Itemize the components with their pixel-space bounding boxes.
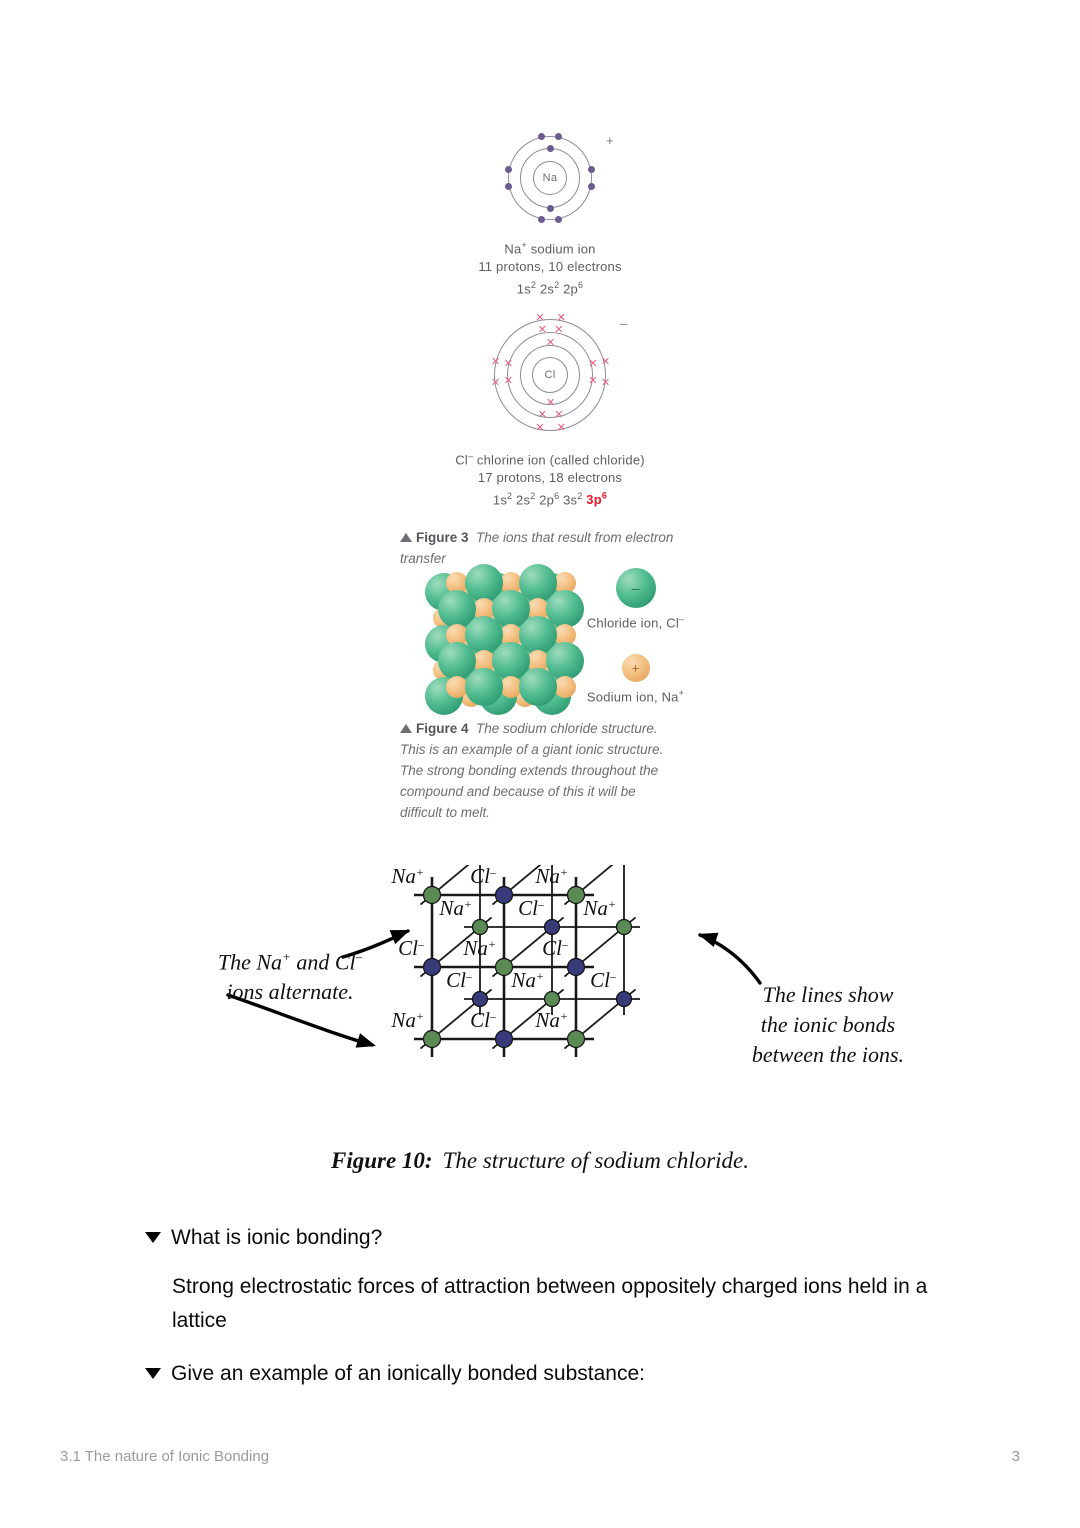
sodium-charge-symbol: + bbox=[631, 660, 640, 676]
electron-cross: ✕ bbox=[600, 355, 611, 368]
electron-dot bbox=[538, 133, 546, 141]
svg-text:Cl–: Cl– bbox=[470, 865, 497, 888]
question-row-1: What is ionic bonding? bbox=[145, 1224, 965, 1252]
chloride-electron-config: 1s2 2s2 2p6 3s2 3p6 bbox=[492, 490, 608, 508]
question-row-2: Give an example of an ionically bonded s… bbox=[145, 1360, 965, 1388]
electron-cross: ✕ bbox=[600, 377, 611, 390]
svg-text:Na+: Na+ bbox=[534, 865, 568, 888]
electron-dot bbox=[587, 166, 595, 174]
sodium-sphere bbox=[446, 572, 468, 594]
svg-text:Na+: Na+ bbox=[582, 896, 616, 920]
electron-cross: ✕ bbox=[535, 421, 545, 434]
electron-dot bbox=[554, 133, 562, 141]
svg-text:Cl–: Cl– bbox=[542, 936, 569, 960]
chloride-ion-name: Cl– chlorine ion (called chloride) bbox=[455, 450, 645, 467]
page-footer: 3.1 The nature of Ionic Bonding 3 bbox=[60, 1448, 1020, 1465]
chloride-sphere bbox=[519, 668, 557, 706]
annotation-ions-alternate: The Na+ and Cl– ions alternate. bbox=[217, 949, 363, 1005]
sodium-sphere bbox=[527, 598, 549, 620]
sodium-sphere bbox=[554, 676, 576, 698]
sodium-sphere bbox=[554, 572, 576, 594]
sodium-sphere bbox=[527, 650, 549, 672]
electron-cross: ✕ bbox=[556, 421, 566, 434]
electron-dot bbox=[505, 166, 513, 174]
figure-10-caption: Figure 10:The structure of sodium chlori… bbox=[330, 1148, 750, 1173]
footer-section-title: 3.1 The nature of Ionic Bonding bbox=[60, 1448, 270, 1465]
question-text-2: Give an example of an ionically bonded s… bbox=[171, 1362, 645, 1385]
svg-text:Na+: Na+ bbox=[390, 1008, 424, 1032]
figure-4-block: – Chloride ion, Cl– + Sodium ion, Na+ Fi… bbox=[400, 558, 700, 823]
legend-item-chloride: – Chloride ion, Cl– bbox=[568, 568, 703, 630]
triangle-bullet-icon bbox=[145, 1368, 161, 1379]
answer-text-1: Strong electrostatic forces of attractio… bbox=[172, 1275, 928, 1332]
footer-page-number: 3 bbox=[1011, 1448, 1020, 1465]
electron-cross: ✕ bbox=[535, 311, 545, 324]
legend-item-sodium: + Sodium ion, Na+ bbox=[568, 654, 703, 705]
sodium-ion-name: Na+ sodium ion bbox=[504, 240, 596, 257]
electron-cross: ✕ bbox=[556, 311, 566, 324]
electron-shell-2 bbox=[508, 136, 592, 220]
svg-text:Na+: Na+ bbox=[438, 896, 472, 920]
chloride-particle-count: 17 protons, 18 electrons bbox=[477, 469, 623, 485]
svg-text:Na+: Na+ bbox=[534, 1008, 568, 1032]
sodium-sphere bbox=[500, 572, 522, 594]
sodium-sphere bbox=[500, 624, 522, 646]
electron-dot bbox=[554, 215, 562, 223]
sodium-particle-count: 11 protons, 10 electrons bbox=[478, 259, 622, 275]
figure-3-block: Na+ Na+ sodium ion 11 protons, 10 electr… bbox=[400, 130, 700, 569]
figure-4-caption: Figure 4 The sodium chloride structure. … bbox=[400, 721, 664, 820]
sodium-sphere bbox=[446, 624, 468, 646]
electron-cross: ✕ bbox=[491, 377, 501, 390]
svg-text:Cl–: Cl– bbox=[518, 896, 545, 920]
electron-dot bbox=[587, 182, 595, 190]
chloride-shell-diagram: Cl✕✕✕✕✕✕✕✕✕✕✕✕✕✕✕✕✕✕– bbox=[400, 311, 700, 443]
svg-text:Cl–: Cl– bbox=[590, 968, 617, 992]
svg-text:Cl–: Cl– bbox=[470, 1008, 497, 1032]
sodium-chloride-lattice-diagram: Cl–Na+Cl–Na+Cl–Na+Cl–Na+Cl–Na+Cl–Na+Cl–N… bbox=[226, 865, 762, 1057]
sodium-legend-sphere: + bbox=[621, 654, 650, 683]
figure-4-legend: – Chloride ion, Cl– + Sodium ion, Na+ bbox=[568, 560, 703, 705]
svg-text:Cl–: Cl– bbox=[446, 968, 473, 992]
sodium-ion-caption: Na+ sodium ion 11 protons, 10 electrons … bbox=[400, 236, 700, 299]
annotation-lines-show-bonds: The lines show the ionic bonds between t… bbox=[751, 982, 905, 1067]
svg-text:Na+: Na+ bbox=[462, 936, 496, 960]
figure-10-block: Cl–Na+Cl–Na+Cl–Na+Cl–Na+Cl–Na+Cl–Na+Cl–N… bbox=[0, 865, 1080, 1185]
chloride-legend-sphere: – bbox=[615, 568, 656, 608]
chloride-charge-symbol: – bbox=[631, 580, 640, 596]
sodium-electron-config: 1s2 2s2 2p6 bbox=[516, 280, 584, 297]
chloride-ion-caption: Cl– chlorine ion (called chloride) 17 pr… bbox=[400, 447, 700, 510]
svg-text:Na+: Na+ bbox=[510, 968, 544, 992]
svg-text:Na+: Na+ bbox=[390, 865, 424, 888]
chloride-sphere bbox=[465, 668, 503, 706]
ion-charge-sign: + bbox=[606, 133, 614, 148]
triangle-bullet-icon bbox=[145, 1232, 161, 1243]
chloride-ion-diagram: Cl✕✕✕✕✕✕✕✕✕✕✕✕✕✕✕✕✕✕– bbox=[400, 311, 700, 443]
caption-triangle-icon bbox=[400, 533, 412, 543]
electron-cross: ✕ bbox=[491, 355, 501, 368]
sodium-sphere bbox=[500, 676, 522, 698]
question-text-1: What is ionic bonding? bbox=[171, 1226, 383, 1249]
sodium-shell-diagram: Na+ bbox=[400, 130, 700, 230]
electron-dot bbox=[538, 215, 546, 223]
ion-charge-sign: – bbox=[620, 315, 628, 331]
chloride-legend-label: Chloride ion, Cl– bbox=[586, 614, 685, 631]
figure-3-caption: Figure 3 The ions that result from elect… bbox=[400, 530, 674, 567]
electron-dot bbox=[505, 182, 513, 190]
caption-triangle-icon bbox=[400, 724, 412, 733]
sodium-ion-diagram: Na+ bbox=[400, 130, 700, 230]
sodium-sphere bbox=[446, 676, 468, 698]
electron-shell-3 bbox=[494, 318, 606, 431]
sodium-chloride-packing-model bbox=[412, 560, 584, 715]
sodium-sphere bbox=[473, 598, 495, 620]
sodium-sphere bbox=[473, 650, 495, 672]
questions-section: What is ionic bonding? Strong electrosta… bbox=[145, 1224, 965, 1406]
sodium-sphere bbox=[554, 624, 576, 646]
sodium-legend-label: Sodium ion, Na+ bbox=[586, 688, 685, 705]
